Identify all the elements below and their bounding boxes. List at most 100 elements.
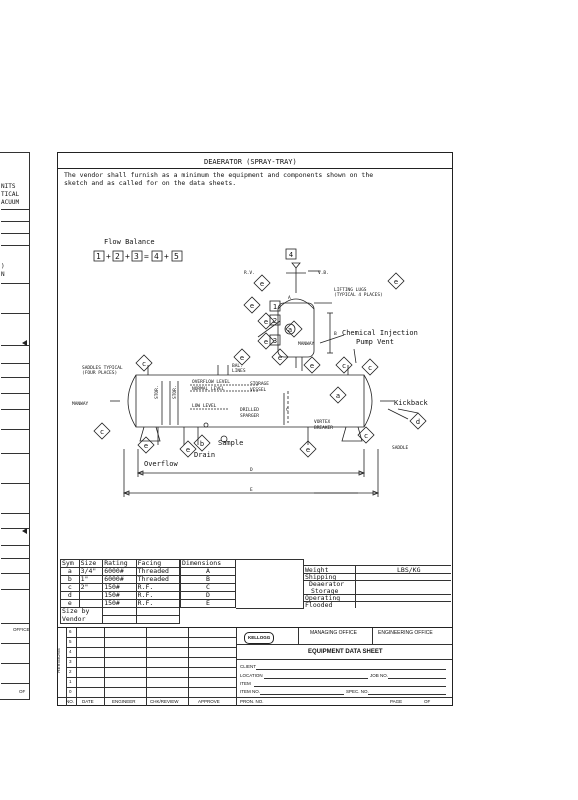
weight-row: Flooded: [305, 601, 333, 609]
chemical-injection-label: Chemical Injection: [342, 329, 418, 337]
nozzle-header-rating: Rating: [102, 559, 137, 568]
nozzle-cell: 2": [78, 583, 104, 592]
left-rule: [1, 483, 29, 484]
item-no-field[interactable]: [260, 694, 344, 695]
nozzle-cell: e: [60, 599, 80, 608]
rev-col-divider: [236, 628, 237, 706]
weight-rule: [303, 594, 451, 595]
callout-letter: e: [306, 446, 310, 454]
label-low-level: LOW LEVEL: [192, 403, 217, 409]
callout-diamond: [257, 332, 275, 350]
overflow-label: Overflow: [144, 460, 178, 468]
nozzle-header-facing: Facing: [135, 559, 181, 568]
item-field[interactable]: [254, 686, 446, 687]
left-fragment-text: ACUUM: [1, 199, 20, 206]
left-rule: [1, 377, 29, 378]
intro-text-line-1: The vendor shall furnish as a minimum th…: [64, 171, 374, 179]
size-by-label-2: Vendor: [59, 615, 104, 624]
callout-diamond: [299, 440, 317, 458]
nozzle-cell: [135, 615, 181, 624]
rev-rule: [58, 697, 236, 698]
nozzle-cell: [135, 607, 181, 616]
drain-label: Drain: [194, 451, 216, 459]
callout-letter: c: [342, 362, 346, 370]
page-label: PAGE: [390, 699, 403, 704]
connection-number: 2: [273, 317, 277, 325]
callout-letter: c: [368, 364, 372, 372]
nozzle-cell: b: [60, 575, 80, 584]
left-rule: [1, 683, 29, 684]
nozzle-cell: [78, 599, 104, 608]
callout-diamond: [303, 356, 321, 374]
nozzle-cell: 1": [78, 575, 104, 584]
connection-number: 1: [273, 303, 277, 311]
spec-no-label: SPEC. NO.: [346, 689, 369, 694]
left-fragment-text: ): [1, 263, 5, 270]
sheet-name: EQUIPMENT DATA SHEET: [308, 649, 383, 655]
flow-box-1-label: 1: [96, 252, 101, 261]
label-vortex-2: BREAKER: [314, 425, 333, 431]
callout-diamond: [387, 272, 405, 290]
deaerator-tower: [277, 302, 315, 358]
left-rule: [1, 363, 29, 364]
logo-text: KELLOGG: [248, 635, 271, 640]
dim-label-E: E: [250, 487, 253, 493]
flow-box-5-label: 5: [174, 252, 179, 261]
flow-box-1: [93, 250, 105, 262]
nozzle-cell: a: [60, 567, 80, 576]
location-field[interactable]: [264, 678, 368, 679]
left-rule: [1, 221, 29, 222]
client-label: CLIENT: [240, 664, 257, 669]
flow-op-3: =: [144, 252, 149, 261]
dimension-row: D: [180, 591, 236, 600]
left-rule: [1, 589, 29, 590]
label-drilled: DRILLED: [240, 407, 259, 413]
nozzle-cell: d: [60, 591, 80, 600]
nozzle-cell: c: [60, 583, 80, 592]
callout-diamond: [357, 426, 375, 444]
company-logo: KELLOGG: [244, 632, 274, 644]
callout-diamond: [135, 354, 153, 372]
connection-box: [269, 334, 281, 346]
nozzle-cell: 6000#: [102, 575, 137, 584]
kickback-label: Kickback: [394, 399, 428, 407]
left-fragment-text: N: [1, 271, 5, 278]
left-page-fragment: NITS TICAL ACUUM ) N OFFICE OF: [0, 152, 30, 700]
callout-diamond: [233, 348, 251, 366]
dim-label-A: A: [288, 295, 291, 301]
weight-rule: [303, 580, 451, 581]
callout-letter: e: [310, 362, 314, 370]
label-manway-side: MANWAY: [72, 401, 89, 407]
rev-number: 4: [69, 649, 72, 654]
left-rule: [1, 528, 29, 529]
spec-no-field[interactable]: [368, 694, 446, 695]
left-rule: [1, 643, 29, 644]
client-field[interactable]: [256, 669, 446, 670]
office-divider: [298, 628, 299, 644]
callout-letter: e: [260, 280, 264, 288]
pump-vent-label: Pump Vent: [356, 338, 394, 346]
flow-op-4: +: [164, 252, 169, 261]
left-rule: [1, 663, 29, 664]
callout-letter: e: [264, 338, 268, 346]
nozzle-cell: [102, 615, 137, 624]
left-fragment-text: OF: [19, 689, 26, 694]
left-rule: [1, 453, 29, 454]
nozzle-cell: 6000#: [102, 567, 137, 576]
rev-rule: [66, 657, 236, 658]
data-sheet: DEAERATOR (SPRAY-TRAY) The vendor shall …: [56, 152, 453, 706]
flow-box-5: [171, 250, 183, 262]
rev-rule: [66, 677, 236, 678]
of-label: OF: [424, 699, 431, 704]
weight-unit: LBS/KG: [397, 566, 421, 574]
rev-footer-chk: CHK/REVIEW: [150, 699, 179, 704]
left-page-arrow: [22, 340, 27, 346]
dimensions-table: Dimensions A B C D E: [180, 559, 236, 608]
callout-diamond: [329, 386, 347, 404]
job-no-field[interactable]: [388, 678, 446, 679]
sheet-title: DEAERATOR (SPRAY-TRAY): [204, 158, 297, 166]
left-rule: [1, 545, 29, 546]
callout-letter: e: [250, 302, 254, 310]
left-rule: [1, 409, 29, 410]
size-by-label: Size by: [59, 607, 104, 616]
